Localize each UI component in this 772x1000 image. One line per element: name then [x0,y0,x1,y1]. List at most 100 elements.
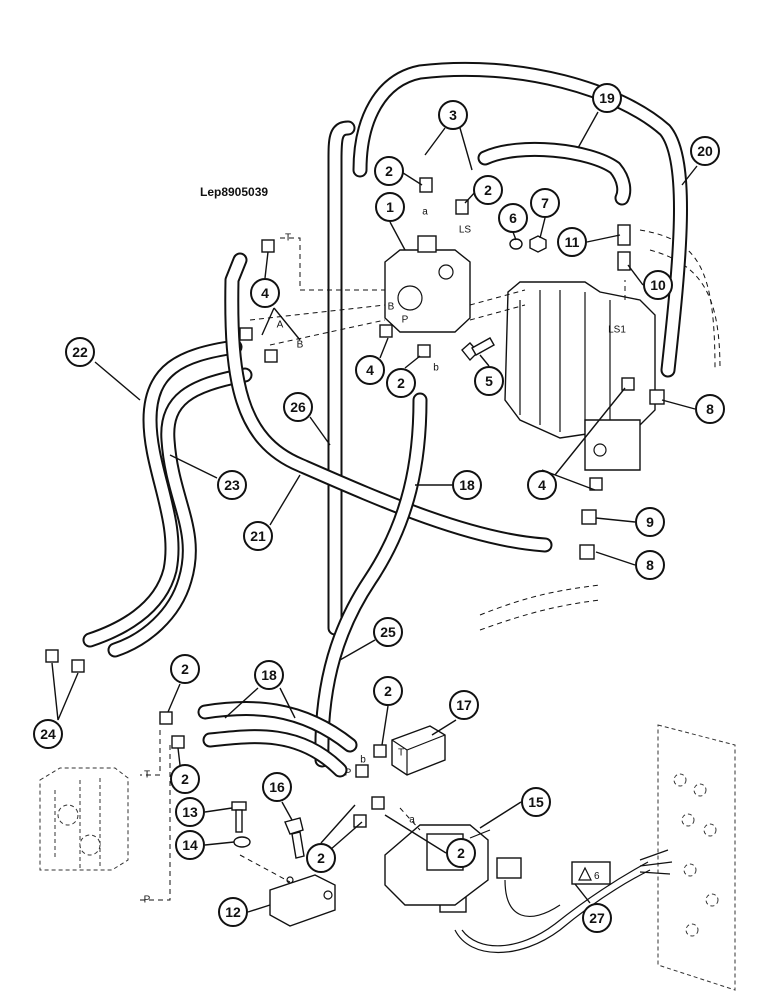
tag-number: 6 [594,871,600,882]
hose-19 [477,141,632,206]
port-label: P [144,895,151,906]
callout-2: 2 [446,838,476,868]
callout-22: 22 [65,337,95,367]
callout-number: 24 [40,726,56,742]
callout-2: 2 [306,843,336,873]
port-label: T [144,770,150,781]
callout-23: 23 [217,470,247,500]
callout-number: 2 [457,845,465,861]
block-17 [391,725,446,776]
callout-5: 5 [474,366,504,396]
callout-circle [217,470,247,500]
callout-circle [386,368,416,398]
callout-number: 18 [261,667,277,683]
callout-17: 17 [449,690,479,720]
port-label: b [433,363,439,374]
callout-circle [690,136,720,166]
leader-lines [51,111,698,913]
bolt-5 [461,337,495,362]
drawing-id: Lep8905039 [200,185,268,199]
callout-number: 2 [385,163,393,179]
callout-number: 25 [380,624,396,640]
callout-number: 22 [72,344,88,360]
port-label: P [345,768,352,779]
callout-number: 2 [484,182,492,198]
callout-number: 2 [181,661,189,677]
callout-number: 16 [269,779,285,795]
callout-number: 23 [224,477,240,493]
callout-circle [355,355,385,385]
port-label: A [277,320,284,331]
fittings [45,177,665,828]
callout-circle [243,521,273,551]
callout-1: 1 [375,192,405,222]
callout-number: 8 [646,557,654,573]
callout-circle [446,838,476,868]
callout-circle [374,156,404,186]
callout-circle [527,470,557,500]
port-label: P [402,315,409,326]
callout-circle [498,203,528,233]
callout-number: 5 [485,373,493,389]
pilot-valve-1 [384,235,471,333]
tag-marker: 6 [578,866,600,882]
solenoid-valve-15 [384,824,491,906]
port-label: LS [459,225,472,236]
port-label: a [409,815,415,826]
callout-number: 15 [528,794,544,810]
callout-circle [262,772,292,802]
callout-circle [373,617,403,647]
callout-6: 6 [498,203,528,233]
callout-number: 18 [459,477,475,493]
callout-circle [283,392,313,422]
callout-circle [635,507,665,537]
bracket-12 [269,874,336,927]
callout-14: 14 [175,830,205,860]
callout-circle [175,830,205,860]
callout-7: 7 [530,188,560,218]
callout-18: 18 [452,470,482,500]
callout-number: 4 [261,285,269,301]
callout-19: 19 [592,83,622,113]
callout-circle [175,797,205,827]
hose-21 [224,252,553,553]
callout-number: 4 [538,477,546,493]
callout-18: 18 [254,660,284,690]
callout-number: 8 [706,401,714,417]
callout-2: 2 [374,156,404,186]
callout-circle [438,100,468,130]
callout-2: 2 [473,175,503,205]
callout-12: 12 [218,897,248,927]
callout-number: 21 [250,528,266,544]
callout-circle [557,227,587,257]
nut-7 [529,235,547,253]
callout-circle [218,897,248,927]
callout-21: 21 [243,521,273,551]
callout-number: 2 [317,850,325,866]
callout-circle [373,676,403,706]
callout-2: 2 [386,368,416,398]
callout-15: 15 [521,787,551,817]
callout-number: 2 [181,771,189,787]
callout-circle [474,366,504,396]
bolt-13 [231,801,247,833]
hose-18-upper [314,392,428,768]
callout-circle [250,278,280,308]
callout-number: 9 [646,514,654,530]
callout-circle [582,903,612,933]
callout-4: 4 [527,470,557,500]
callout-25: 25 [373,617,403,647]
pilot-valve-block [39,767,129,871]
callout-circle [473,175,503,205]
callout-number: 14 [182,837,198,853]
callout-circle [375,192,405,222]
callout-circle [521,787,551,817]
main-control-valve [504,280,656,471]
callout-number: 7 [541,195,549,211]
callout-circle [452,470,482,500]
callout-number: 2 [384,683,392,699]
callout-number: 2 [397,375,405,391]
